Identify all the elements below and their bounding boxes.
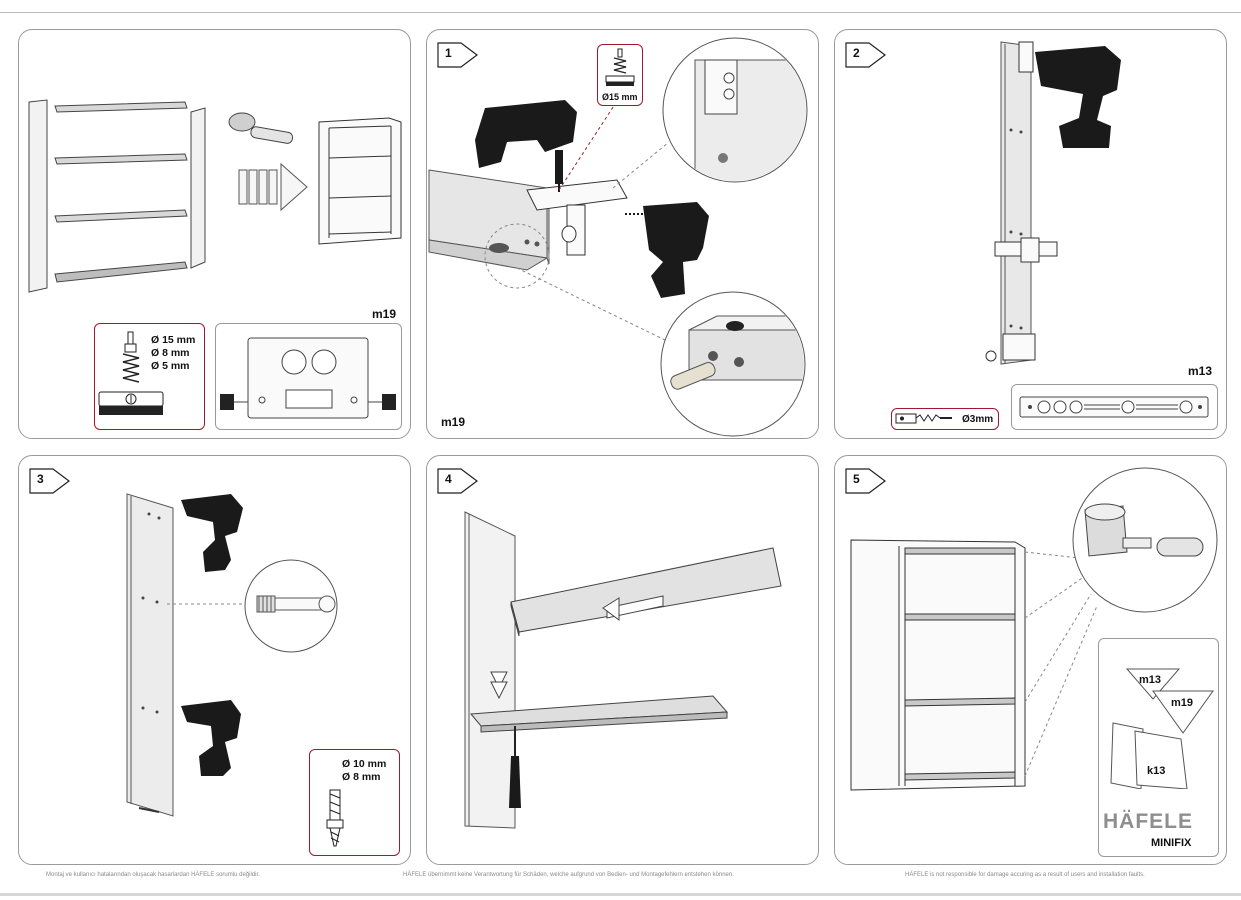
drilling-jig-box [215,323,402,430]
drill-icon [475,100,577,192]
drill-bit-spec-box: Ø 15 mm Ø 8 mm Ø 5 mm [94,323,205,430]
drill-bit-spec-box: Ø 10 mm Ø 8 mm [309,749,400,856]
bottom-rule [0,893,1241,896]
assembly-arrow-icon [238,162,308,212]
card-m13: m13 [1139,674,1162,686]
step-number: 5 [853,472,860,486]
step-4-badge: 4 [437,468,479,494]
drill-spec-3: Ø 5 mm [151,360,190,372]
step-5-badge: 5 [845,468,887,494]
step-1-illustration [428,37,808,437]
drill-size-box: Ø15 mm [597,44,643,106]
drill-spec-2: Ø 8 mm [342,771,381,783]
step-number: 3 [37,472,44,486]
detail-zoom-bolt [244,559,338,653]
jig-label: m19 [441,415,466,429]
drill-spec-2: Ø 8 mm [151,347,190,359]
drill-spec-1: Ø 10 mm [342,758,387,770]
detail-zoom-bottom [660,291,806,437]
product-card: m13 m19 k13 HÄFELE MINIFIX [1098,638,1219,857]
top-rule [0,12,1241,13]
panel-step-2: 2 m13 Ø3mm [834,29,1227,439]
step-3-illustration [126,493,338,817]
step-2-badge: 2 [845,42,887,68]
drill-icon [181,494,243,572]
step-3-badge: 3 [29,468,71,494]
drill-size-label: Ø3mm [962,414,994,425]
instruction-leaflets-icon [1110,668,1214,789]
drilling-jig-icon [220,337,396,419]
stepped-drill-bit-icon [605,48,635,86]
bracket-label: m13 [1188,364,1213,378]
step-number: 2 [853,46,860,60]
step-number: 4 [445,472,452,486]
cam-connector-icon [228,112,294,144]
panel-step-4: 4 [426,455,819,865]
step-drill-bit-icon [326,789,344,847]
bracket-label: m19 [372,307,397,321]
panel-overview: m19 m19 Ø 15 mm Ø 8 mm Ø 5 mm [18,29,411,439]
step-2-illustration [985,41,1121,365]
assembled-cabinet-icon [318,117,402,245]
card-m19: m19 [1171,697,1194,709]
detail-zoom-top [662,37,808,183]
step-4-illustration [464,511,782,829]
drill-size-label: Ø15 mm [602,92,638,102]
overview-illustration [28,99,402,293]
step-number: 1 [445,46,452,60]
card-k13: k13 [1147,765,1166,777]
assembled-cabinet-icon [850,539,1026,791]
drill-icon [623,202,709,298]
detail-zoom-cam [1072,467,1218,613]
drill-icon [1035,46,1121,148]
drilling-template-box [1011,384,1218,430]
panel-step-5: 5 m13 m19 k13 HÄFELE MINIFIX [834,455,1227,865]
drill-spec-1: Ø 15 mm [151,334,196,346]
panel-step-3: 3 Ø 10 mm Ø 8 mm [18,455,411,865]
stepped-drill-bit-icon [98,331,164,415]
drill-icon [181,700,241,776]
drilling-template-icon [1019,396,1209,418]
footer-note-en: HÄFELE is not responsible for damage acc… [905,872,1145,878]
brand-logo: HÄFELE [1103,810,1193,833]
step-1-badge: 1 [437,42,479,68]
footer-note-tr: Montaj ve kullanıcı hatalarından oluşaca… [46,872,260,878]
drill-bit-spec-box: Ø3mm [891,408,999,430]
panel-step-1: 1 Ø15 mm m19 [426,29,819,439]
screwdriver-icon [509,726,521,808]
product-name: MINIFIX [1151,837,1192,849]
drill-bit-icon [895,413,952,424]
step-5-illustration [850,467,1218,791]
footer-note-de: HÄFELE übernimmt keine Verantwortung für… [403,872,734,878]
